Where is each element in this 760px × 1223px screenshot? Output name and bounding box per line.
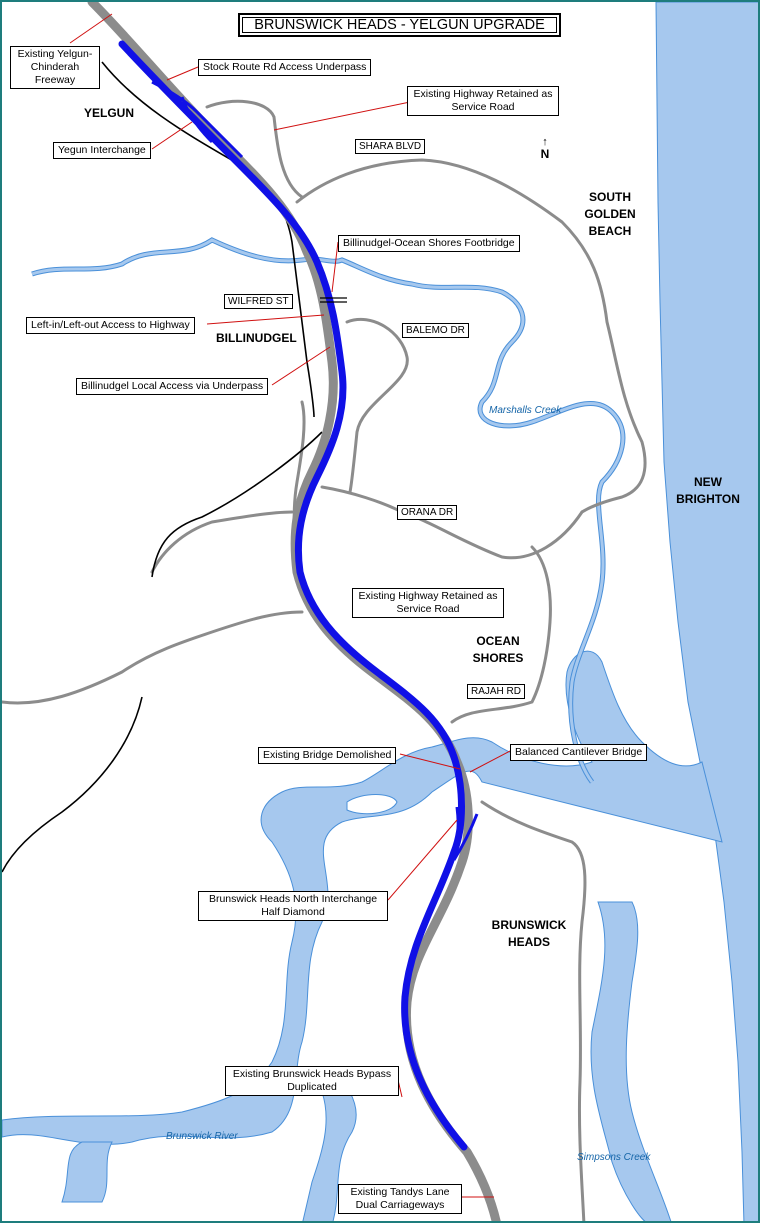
callout-left-in-left-out: Left-in/Left-out Access to Highway bbox=[26, 317, 195, 334]
map-title-text: BRUNSWICK HEADS - YELGUN UPGRADE bbox=[254, 17, 545, 33]
north-interchange-ramps bbox=[450, 806, 479, 863]
water-label-marshalls-creek: Marshalls Creek bbox=[489, 405, 562, 416]
callout-north-interchange: Brunswick Heads North Interchange Half D… bbox=[198, 891, 388, 921]
sandbank-island bbox=[346, 794, 398, 815]
road-label-wilfred-st: WILFRED ST bbox=[224, 294, 293, 309]
callout-stock-route-underpass: Stock Route Rd Access Underpass bbox=[198, 59, 372, 76]
callout-yelgun-interchange: Yegun Interchange bbox=[53, 142, 151, 159]
place-new-brighton: NEW BRIGHTON bbox=[676, 475, 740, 506]
south-river-arm bbox=[302, 1081, 357, 1221]
place-south-golden-beach: SOUTH GOLDEN BEACH bbox=[584, 190, 636, 238]
road-label-orana-dr: ORANA DR bbox=[397, 505, 458, 520]
callout-service-road-south: Existing Highway Retained as Service Roa… bbox=[352, 588, 504, 618]
road-label-rajah-rd: RAJAH RD bbox=[467, 684, 526, 699]
road-label-shara-blvd: SHARA BLVD bbox=[355, 139, 426, 154]
highway-upgrade bbox=[118, 40, 468, 1151]
callout-service-road-north: Existing Highway Retained as Service Roa… bbox=[407, 86, 559, 116]
railway bbox=[2, 61, 323, 873]
place-ocean-shores: OCEAN SHORES bbox=[472, 634, 524, 665]
place-brunswick-heads: BRUNSWICK HEADS bbox=[491, 918, 567, 949]
north-arrow: ↑N bbox=[537, 136, 553, 162]
callout-footbridge: Billinudgel-Ocean Shores Footbridge bbox=[338, 235, 520, 252]
yelgun-interchange-ramps bbox=[151, 80, 244, 159]
marshalls-creek-inner bbox=[31, 238, 625, 783]
callout-existing-freeway: Existing Yelgun-Chinderah Freeway bbox=[10, 46, 100, 89]
north-arrow-icon: ↑ bbox=[542, 136, 548, 148]
place-billinudgel: BILLINUDGEL bbox=[216, 331, 297, 345]
road-label-balemo-dr: BALEMO DR bbox=[402, 323, 469, 338]
simpsons-creek bbox=[590, 901, 672, 1221]
ocean bbox=[655, 2, 758, 1221]
callout-cantilever-bridge: Balanced Cantilever Bridge bbox=[510, 744, 648, 761]
callout-local-access-underpass: Billinudgel Local Access via Underpass bbox=[76, 378, 269, 395]
place-yelgun: YELGUN bbox=[84, 106, 135, 120]
west-river-arm bbox=[61, 1141, 113, 1203]
callout-bridge-demolished: Existing Bridge Demolished bbox=[258, 747, 397, 764]
leader-lines bbox=[69, 13, 511, 1198]
footbridge bbox=[320, 297, 347, 303]
callout-bypass-duplicated: Existing Brunswick Heads Bypass Duplicat… bbox=[225, 1066, 399, 1096]
north-label: N bbox=[540, 147, 550, 161]
water-label-brunswick-river: Brunswick River bbox=[166, 1131, 238, 1142]
callout-tandys-lane: Existing Tandys Lane Dual Carriageways bbox=[338, 1184, 462, 1214]
water-label-simpsons-creek: Simpsons Creek bbox=[577, 1152, 651, 1163]
map-title: BRUNSWICK HEADS - YELGUN UPGRADE bbox=[238, 13, 561, 37]
